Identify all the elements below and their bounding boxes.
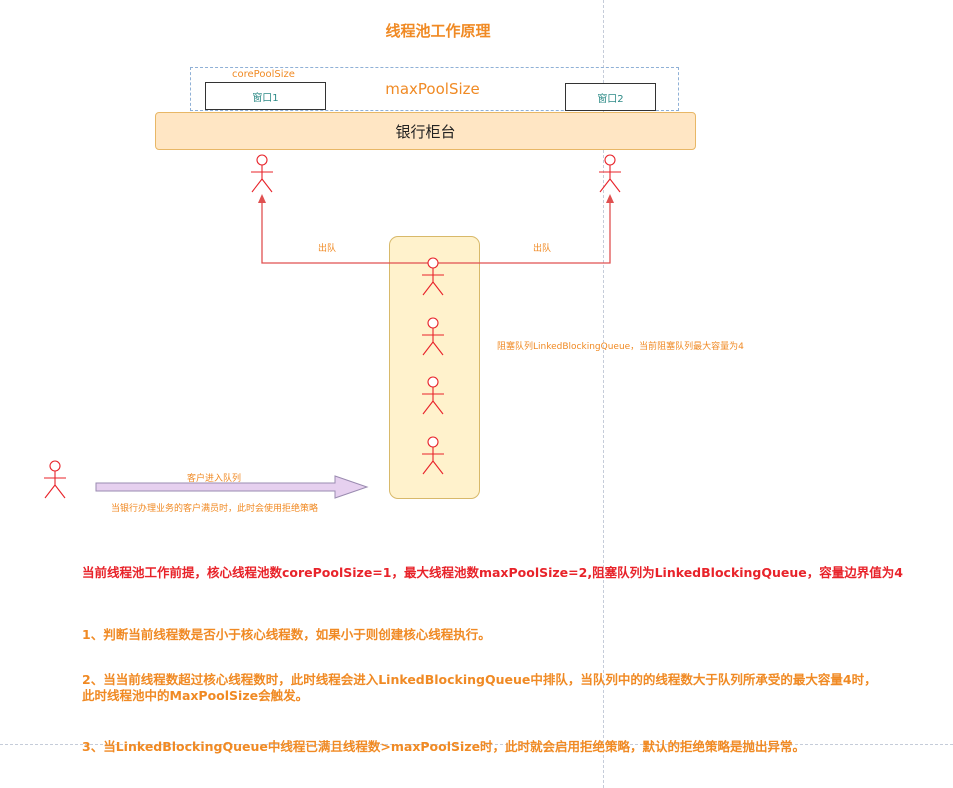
max-pool-label: maxPoolSize — [385, 80, 480, 98]
dequeue-label-right: 出队 — [533, 244, 552, 254]
enqueue-label: 客户进入队列 — [187, 474, 242, 484]
window-1: 窗口1 — [205, 82, 326, 110]
person-icon — [421, 317, 445, 356]
dequeue-label-left: 出队 — [318, 244, 337, 254]
max-pool-box — [190, 67, 679, 111]
diagram-title: 线程池工作原理 — [385, 22, 491, 40]
blocking-queue — [389, 236, 480, 499]
vertical-guide-line — [603, 0, 604, 788]
person-icon — [598, 154, 622, 193]
premise-text: 当前线程池工作前提，核心线程池数corePoolSize=1，最大线程池数max… — [82, 565, 903, 580]
dequeue-connector — [258, 194, 614, 264]
person-icon — [250, 154, 274, 193]
core-pool-label: corePoolSize — [232, 69, 295, 80]
person-icon — [421, 376, 445, 415]
reject-note: 当银行办理业务的客户满员时，此时会使用拒绝策略 — [111, 504, 319, 514]
person-icon — [43, 460, 67, 499]
window-2: 窗口2 — [565, 83, 656, 111]
arrow-icon — [606, 194, 614, 203]
arrow-icon — [258, 194, 266, 203]
step-1-text: 1、判断当前线程数是否小于核心线程数，如果小于则创建核心线程执行。 — [82, 627, 491, 642]
horizontal-guide-line — [0, 744, 953, 745]
bank-counter: 银行柜台 — [155, 112, 696, 150]
queue-note: 阻塞队列LinkedBlockingQueue，当前阻塞队列最大容量为4 — [497, 342, 744, 352]
person-icon — [421, 436, 445, 475]
step-2-text-line-1: 2、当当前线程数超过核心线程数时，此时线程会进入LinkedBlockingQu… — [82, 672, 877, 687]
step-2-text-line-2: 此时线程池中的MaxPoolSize会触发。 — [82, 688, 309, 703]
step-3-text: 3、当LinkedBlockingQueue中线程已满且线程数>maxPoolS… — [82, 739, 806, 754]
enqueue-arrow — [95, 475, 369, 499]
